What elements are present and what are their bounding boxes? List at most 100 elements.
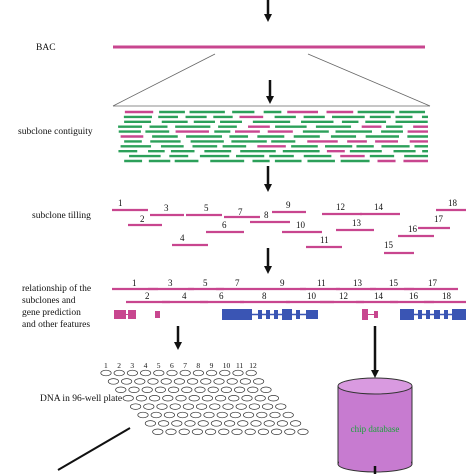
well-column-number: 3 (130, 361, 134, 370)
well (113, 369, 125, 377)
well (160, 378, 172, 385)
well (224, 420, 236, 427)
well (173, 378, 185, 385)
well (200, 378, 212, 385)
well (220, 386, 232, 393)
relationship-top-number: 11 (317, 278, 326, 288)
relationship-label-1: relationship of the (22, 283, 91, 294)
relationship-label-4: and other features (22, 319, 90, 330)
expand-line-left (112, 53, 216, 107)
relationship-top-number: 5 (203, 278, 208, 288)
well (140, 369, 152, 377)
relationship-top-number: 9 (280, 278, 285, 288)
well (162, 395, 174, 402)
well-column-number: 5 (157, 361, 161, 370)
dna-plate-label: DNA in 96-well plate (40, 394, 122, 404)
tilling-subclone-number: 5 (204, 203, 209, 213)
well (166, 369, 178, 377)
well (192, 369, 204, 377)
well-column-number: 1 (104, 361, 108, 370)
well (154, 386, 166, 393)
well (222, 403, 234, 410)
relationship-bottom-number: 8 (262, 291, 267, 301)
well (250, 420, 262, 427)
well (203, 411, 215, 419)
tilling-subclone-number: 9 (286, 200, 291, 210)
well (179, 369, 191, 377)
well (184, 420, 196, 427)
well (156, 403, 168, 410)
tilling-subclone-number: 18 (448, 198, 458, 208)
well (182, 403, 194, 410)
well (150, 411, 162, 419)
well (297, 428, 309, 435)
relationship-label-3: gene prediction (22, 308, 81, 318)
well (282, 411, 294, 419)
relationship-bottom-number: 2 (145, 291, 150, 301)
well (137, 411, 149, 419)
well (144, 420, 156, 427)
relationship-top-number: 15 (389, 278, 399, 288)
well (177, 411, 189, 419)
relationship-bottom-number: 12 (339, 291, 348, 301)
tilling-subclone-number: 16 (408, 224, 418, 234)
tilling-subclone-number: 4 (180, 233, 185, 243)
well (147, 378, 159, 385)
well (175, 395, 187, 402)
well (201, 395, 213, 402)
tilling-subclone-number: 13 (352, 218, 362, 228)
well (181, 386, 193, 393)
well (254, 395, 266, 402)
well (262, 403, 274, 410)
well-column-number: 6 (170, 361, 174, 370)
relationship-bottom-number: 16 (409, 291, 419, 301)
well (153, 369, 165, 377)
well (228, 395, 240, 402)
chip-database-label: chip database (351, 424, 400, 434)
well (163, 411, 175, 419)
well (205, 428, 217, 435)
relationship-top-number: 1 (132, 278, 137, 288)
well (237, 420, 249, 427)
well (171, 420, 183, 427)
tilling-subclone-number: 2 (140, 214, 145, 224)
gene-feature-blue-2 (400, 309, 466, 320)
bac-label: BAC (36, 43, 56, 53)
well (121, 378, 133, 385)
well (241, 395, 253, 402)
well (231, 428, 243, 435)
well (256, 411, 268, 419)
well (234, 386, 246, 393)
well (253, 378, 265, 385)
well (196, 403, 208, 410)
relationship-bottom-number: 10 (307, 291, 317, 301)
tilling-subclone-number: 1 (118, 198, 123, 208)
well (165, 428, 177, 435)
well (178, 428, 190, 435)
well (276, 420, 288, 427)
well (271, 428, 283, 435)
well-column-number: 11 (236, 361, 243, 370)
relationship-top-number: 7 (235, 278, 240, 288)
well (290, 420, 302, 427)
relationship-top-number: 17 (428, 278, 438, 288)
well (152, 428, 164, 435)
well (226, 378, 238, 385)
relationship-bottom-number: 18 (442, 291, 452, 301)
tilling-subclone-number: 11 (320, 235, 329, 245)
tilling-subclone-number: 17 (434, 214, 444, 224)
well (100, 369, 112, 377)
well (141, 386, 153, 393)
well (188, 395, 200, 402)
tilling-subclone-number: 8 (264, 210, 269, 220)
well (168, 386, 180, 393)
well (239, 378, 251, 385)
well (169, 403, 181, 410)
well (235, 403, 247, 410)
well-column-number: 9 (210, 361, 214, 370)
well-column-number: 4 (144, 361, 148, 370)
well-column-number: 7 (183, 361, 187, 370)
